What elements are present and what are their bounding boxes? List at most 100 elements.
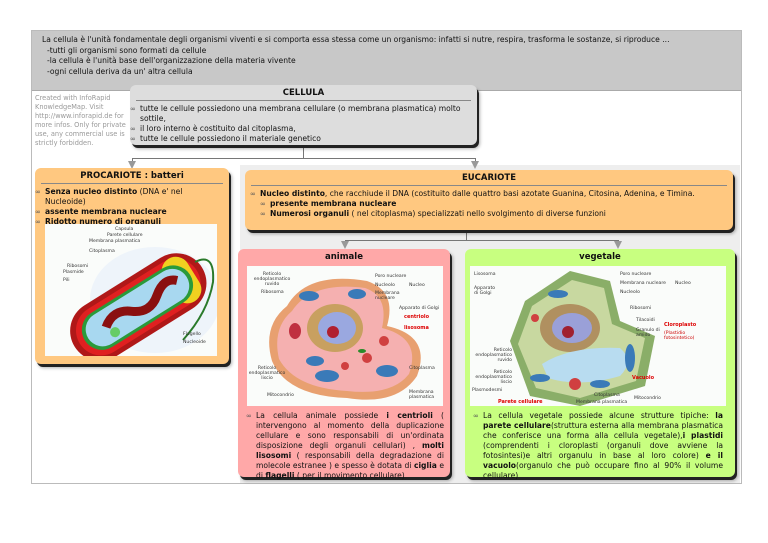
label-citoplasma: Citoplasma — [409, 366, 435, 371]
node-title: animale — [325, 252, 363, 262]
node-animale[interactable]: animale Reticolo endoplasmatico ruvido R… — [238, 249, 450, 480]
text: (struttura esterna alla membrana plasmat… — [483, 421, 724, 440]
label-lisosoma: Lisosoma — [474, 272, 496, 277]
connector — [345, 240, 619, 241]
item-bold: Nucleo distinto — [260, 189, 325, 198]
label-lisosoma: lisosoma — [404, 325, 429, 331]
text: La cellula vegetale possiede alcune stru… — [483, 411, 716, 420]
text: (organulo che può occupare fino al 90% i… — [483, 461, 723, 480]
item-bold: Ridotto numero di organuli — [45, 217, 161, 226]
text: (comprendenti i cloroplasti (organuli do… — [483, 441, 723, 460]
arrow-icon — [341, 241, 349, 249]
label-nucleo: Nucleo — [409, 283, 425, 288]
list-item: ∞ Nucleo distinto, che racchiude il DNA (… — [250, 189, 728, 199]
intro-line: -ogni cellula deriva da un' altra cellul… — [47, 66, 193, 76]
connector — [475, 158, 476, 162]
node-title: CELLULA — [136, 85, 471, 101]
item-bold: Numerosi organuli — [270, 209, 350, 218]
list-item: ∞ presente membrana nucleare — [260, 199, 728, 209]
animale-description: ∞ La cellula animale possiede i centrioli… — [246, 411, 444, 481]
label-vacuolo: Vacuolo — [632, 375, 655, 381]
label-centriolo: centriolo — [404, 314, 430, 320]
node-cellula[interactable]: CELLULA ∞ tutte le cellule possiedono una… — [130, 85, 477, 145]
label-membrana-nucleare: Membrana nucleare — [375, 291, 400, 301]
list-item: ∞ assente membrana nucleare — [35, 207, 224, 217]
bullet-icon: ∞ — [250, 190, 256, 198]
text-bold: la parete cellulare — [483, 411, 723, 430]
text-bold: ciglia — [413, 461, 437, 470]
label-parete: Parete cellulare — [498, 399, 543, 405]
label-nucleolo: Nucleolo — [375, 283, 395, 288]
label-flagello: Flagello — [183, 332, 201, 337]
node-vegetale[interactable]: vegetale Lisosoma Apparato di Golgi Poro… — [465, 249, 735, 480]
text-bold: e il vacuolo — [483, 451, 723, 470]
label-poro: Poro nucleare — [620, 272, 652, 277]
intro-line: -tutti gli organismi sono formati da cel… — [47, 45, 207, 55]
connector — [132, 158, 133, 162]
connector — [466, 230, 467, 240]
connector — [303, 145, 304, 158]
list-item: ∞ il loro interno è costituito dal citopl… — [130, 124, 472, 134]
item-text: , che racchiude il DNA (costituito dalle… — [324, 189, 695, 198]
label-plastidi: (Plastidio fotosintetico) — [664, 331, 695, 341]
text-bold: molti lisosomi — [256, 441, 444, 460]
label-tilacoidi: Tilacoidi — [636, 318, 655, 323]
item-bold: Senza nucleo distinto — [45, 187, 138, 196]
bullet-icon: ∞ — [246, 412, 252, 420]
item-bold: presente membrana nucleare — [270, 199, 397, 208]
intro-note: La cellula è l'unità fondamentale degli … — [32, 31, 741, 91]
label-ser: Reticolo endoplasmatico liscio — [475, 370, 512, 385]
list-item: ∞ tutte le cellule possiedono una membran… — [130, 104, 472, 124]
bullet-icon: ∞ — [130, 125, 136, 133]
node-title: vegetale — [579, 252, 621, 262]
bullet-icon: ∞ — [35, 218, 41, 226]
list-item: ∞ Numerosi organuli ( nel citoplasma) spe… — [260, 209, 728, 219]
item-text: (DNA e' nel Nucleoide) — [45, 187, 183, 206]
node-procariote[interactable]: PROCARIOTE : batteri ∞ Senza nucleo disti… — [35, 168, 229, 364]
label-granulo: Granulo di amido — [636, 328, 660, 338]
arrow-icon — [128, 161, 136, 169]
list-item: ∞ Ridotto numero di organuli — [35, 217, 224, 227]
bacterium-illustration — [70, 247, 220, 361]
label-mitocondrio: Mitocondrio — [634, 396, 661, 401]
text-bold: flagelli — [265, 471, 295, 480]
label-parete: Parete cellulare — [107, 233, 143, 238]
text: e di — [256, 461, 445, 480]
label-citoplasma: Citoplasma — [89, 249, 115, 254]
bullet-icon: ∞ — [130, 135, 136, 143]
intro-line: La cellula è l'unità fondamentale degli … — [42, 35, 670, 44]
label-ribosomi: Ribosomi — [67, 264, 89, 269]
text: La cellula animale possiede — [256, 411, 387, 420]
item-text: il loro interno è costituito dal citopla… — [140, 124, 296, 133]
bullet-icon: ∞ — [260, 200, 266, 208]
bullet-icon: ∞ — [260, 210, 266, 218]
node-title: PROCARIOTE : batteri — [41, 168, 223, 184]
item-text: tutte le cellule possiedono una membrana… — [140, 104, 461, 123]
label-citoplasma: Citoplasma — [594, 393, 620, 398]
label-nucleo: Nucleo — [675, 281, 691, 286]
text-bold: i centrioli — [386, 411, 433, 420]
bullet-icon: ∞ — [130, 105, 136, 113]
watermark-text: Created with InfoRapid KnowledgeMap. Vis… — [35, 94, 126, 147]
arrow-icon — [614, 241, 622, 249]
label-capsula: Capsula — [115, 227, 134, 232]
label-pili: Pili — [63, 278, 70, 283]
label-golgi: Apparato di Golgi — [399, 306, 440, 311]
node-title: EUCARIOTE — [251, 170, 727, 186]
label-membrana-plasmatica: Membrana plasmatica — [409, 390, 435, 400]
label-mitocondrio: Mitocondrio — [267, 393, 294, 398]
arrow-icon — [471, 161, 479, 169]
item-text: tutte le cellule possiedono il materiale… — [140, 134, 321, 143]
label-ser: Reticolo endoplasmatico liscio — [248, 366, 286, 381]
label-nucleoide: Nucleoide — [183, 340, 206, 345]
bacterium-image: Capsula Parete cellulare Membrana plasma… — [45, 224, 220, 361]
node-eucariote[interactable]: EUCARIOTE ∞ Nucleo distinto, che racchiud… — [245, 170, 733, 230]
label-ribosomi: Ribosomi — [630, 306, 652, 311]
item-bold: assente membrana nucleare — [45, 207, 167, 216]
item-text: ( nel citoplasma) specializzati nello sv… — [349, 209, 606, 218]
list-item: ∞ tutte le cellule possiedono il material… — [130, 134, 472, 144]
label-membrana-plasmatica: Membrana plasmatica — [576, 400, 628, 405]
bullet-icon: ∞ — [35, 208, 41, 216]
label-rer: Reticolo endoplasmatico ruvido — [475, 348, 512, 363]
label-membrana: Membrana plasmatica — [89, 239, 141, 244]
